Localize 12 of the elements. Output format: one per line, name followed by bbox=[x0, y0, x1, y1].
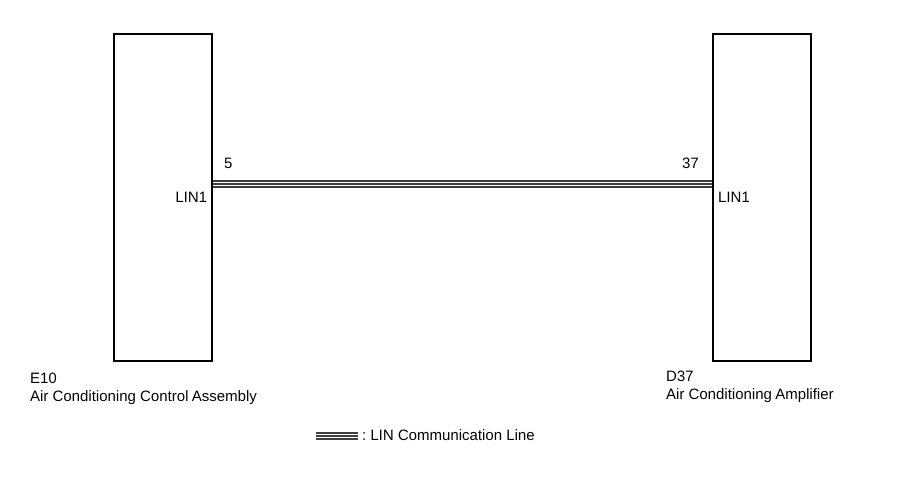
connector-code: D37 bbox=[666, 368, 695, 386]
pin-name: LIN1 bbox=[174, 190, 208, 205]
component-box bbox=[712, 33, 812, 362]
pin-number: 5 bbox=[224, 156, 232, 171]
component-name: Air Conditioning Control Assembly bbox=[30, 388, 257, 406]
connector-code: E10 bbox=[30, 370, 58, 388]
pin-name: LIN1 bbox=[717, 190, 751, 205]
component-name: Air Conditioning Amplifier bbox=[666, 386, 834, 404]
component-box bbox=[113, 33, 213, 362]
wire bbox=[212, 180, 713, 188]
legend-text: : LIN Communication Line bbox=[362, 428, 535, 443]
pin-number: 37 bbox=[682, 156, 699, 171]
